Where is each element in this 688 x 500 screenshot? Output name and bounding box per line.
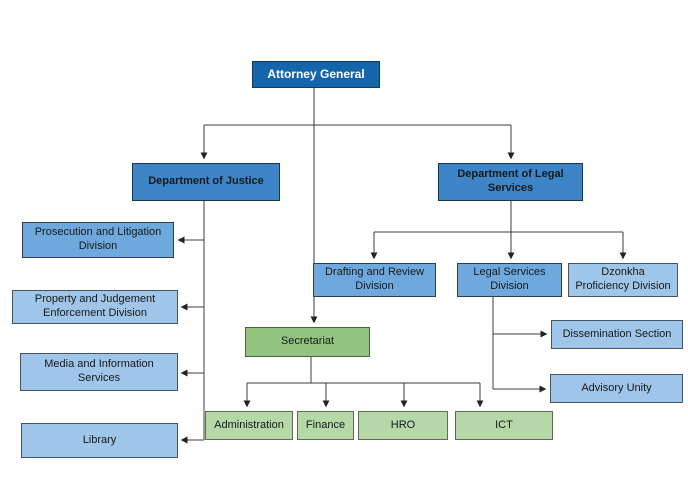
node-attorney-general: Attorney General <box>252 61 380 88</box>
node-property-and-judgement-enforcement-division: Property and Judgement Enforcement Divis… <box>12 290 178 324</box>
node-finance: Finance <box>297 411 354 440</box>
node-ict: ICT <box>455 411 553 440</box>
node-hro: HRO <box>358 411 448 440</box>
node-secretariat: Secretariat <box>245 327 370 357</box>
node-dzonkha-proficiency-division: Dzonkha Proficiency Division <box>568 263 678 297</box>
node-library: Library <box>21 423 178 458</box>
node-department-of-legal-services: Department of Legal Services <box>438 163 583 201</box>
node-dissemination-section: Dissemination Section <box>551 320 683 349</box>
node-administration: Administration <box>205 411 293 440</box>
node-prosecution-and-litigation-division: Prosecution and Litigation Division <box>22 222 174 258</box>
node-advisory-unity: Advisory Unity <box>550 374 683 403</box>
node-drafting-and-review-division: Drafting and Review Division <box>313 263 436 297</box>
node-media-and-information-services: Media and Information Services <box>20 353 178 391</box>
node-legal-services-division: Legal Services Division <box>457 263 562 297</box>
node-department-of-justice: Department of Justice <box>132 163 280 201</box>
